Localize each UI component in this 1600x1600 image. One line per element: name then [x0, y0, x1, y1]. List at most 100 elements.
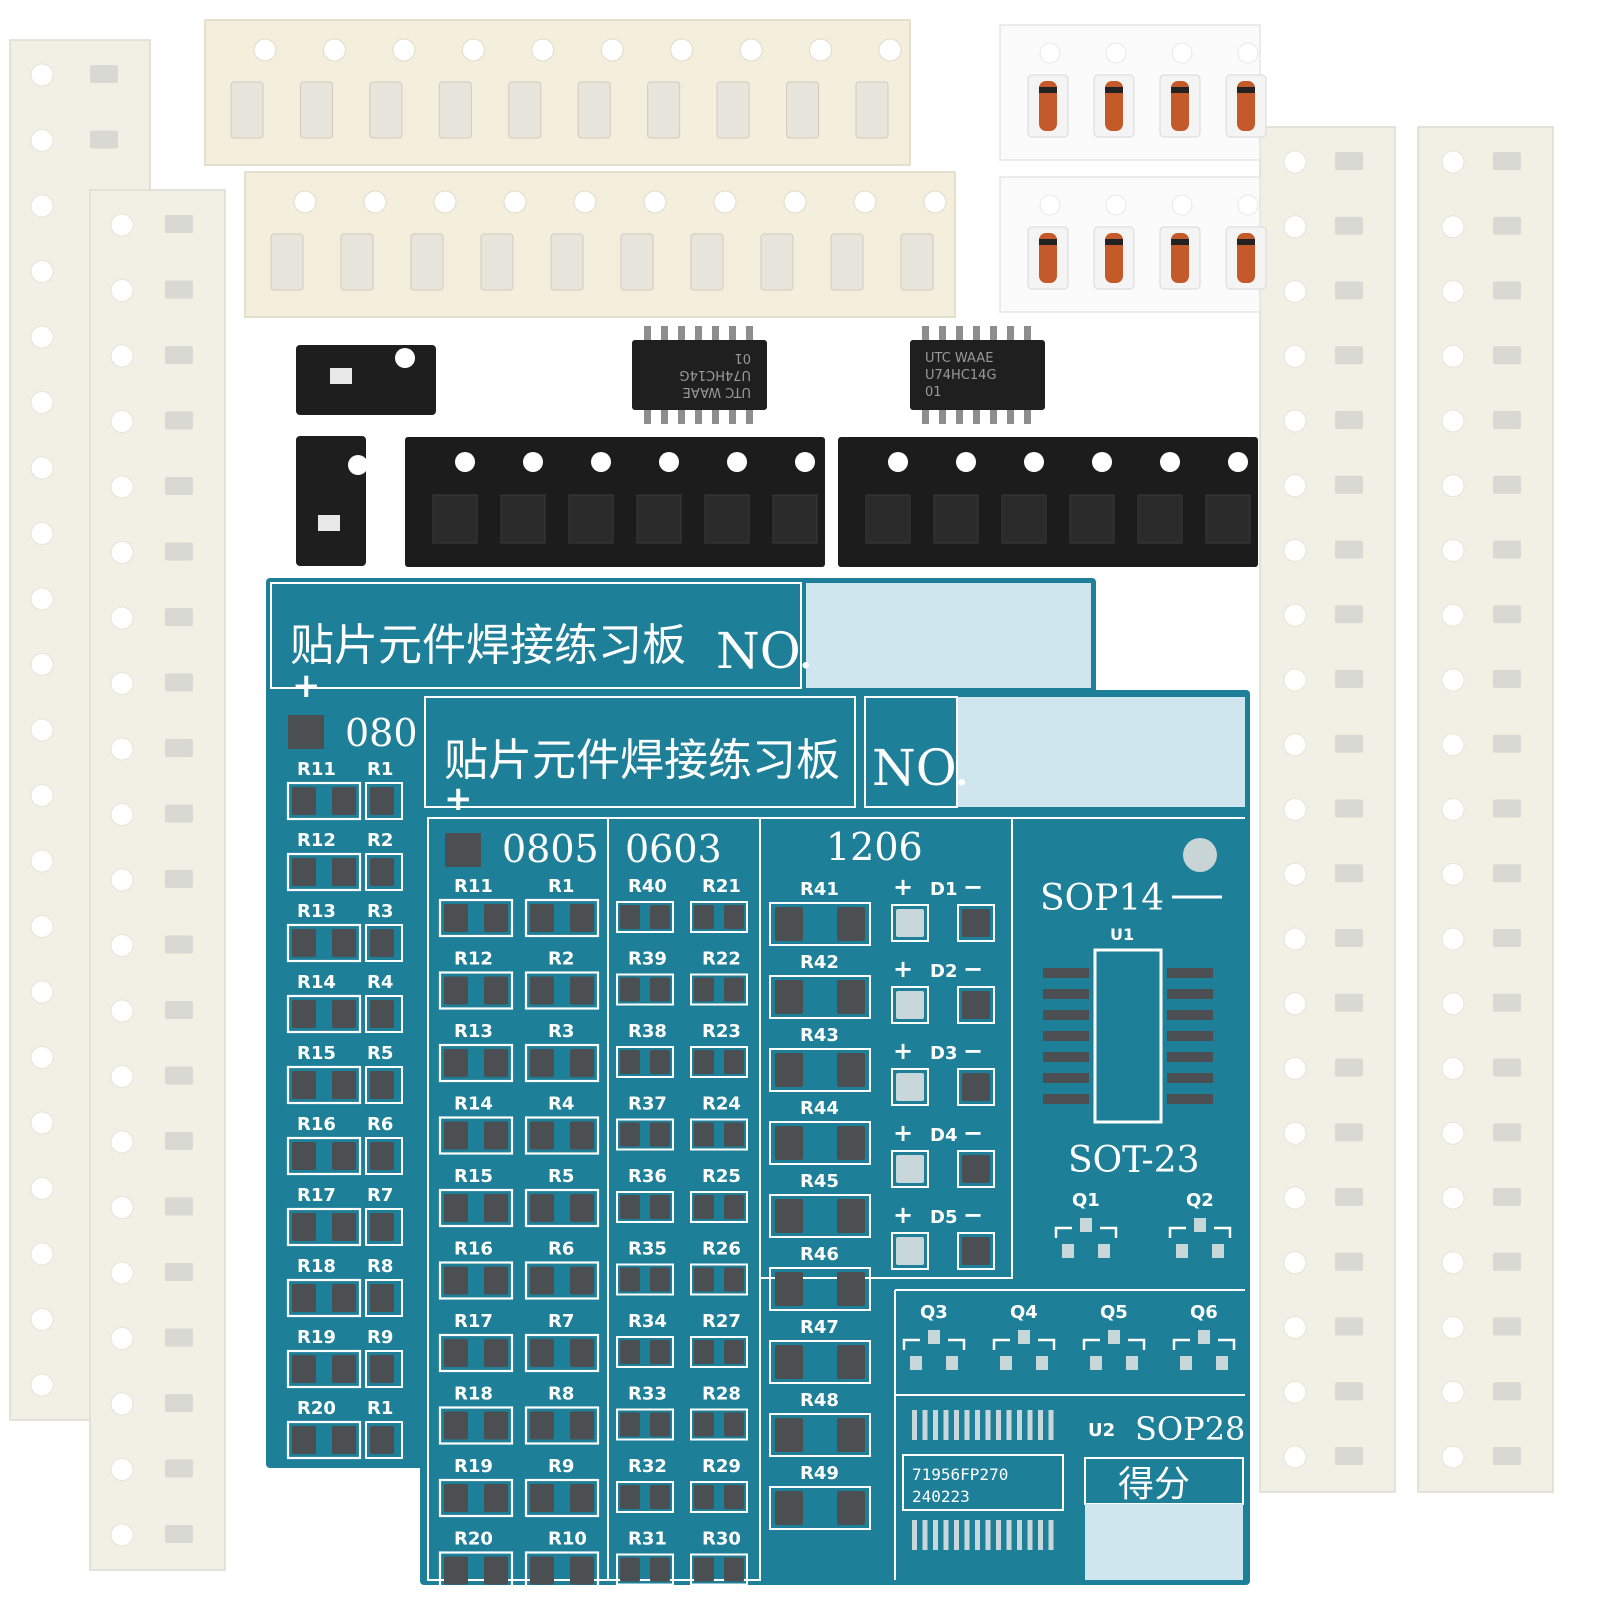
sprocket-hole — [455, 452, 475, 472]
sot23-footprint: Q5 — [1082, 1302, 1146, 1370]
solder-pad — [962, 1073, 990, 1101]
resistor-chip — [1335, 1123, 1363, 1142]
resistor-chip — [1335, 993, 1363, 1012]
solder-pad — [962, 909, 990, 937]
pad-outline — [438, 898, 514, 938]
solder-pad — [896, 1155, 924, 1183]
solder-pad — [530, 1194, 554, 1222]
pad-outline — [616, 1046, 674, 1078]
solder-pad — [570, 976, 594, 1005]
ref-label: R31 — [628, 1529, 667, 1550]
resistor-chip — [165, 1459, 193, 1478]
resistor-chip — [165, 280, 193, 299]
no-frame — [864, 696, 958, 808]
pad-outline — [365, 1350, 403, 1388]
led-tape-piece — [296, 436, 366, 566]
pad-outline — [616, 1263, 674, 1296]
solder-pad — [484, 1194, 508, 1222]
resistor-chip — [165, 1263, 193, 1281]
diode-plus: + — [893, 1037, 913, 1065]
pad-outline — [438, 1116, 514, 1155]
solder-pad — [570, 1266, 594, 1295]
ref-label: R19 — [454, 1456, 493, 1477]
solder-pad — [484, 1556, 508, 1585]
sprocket-hole — [30, 194, 54, 218]
soic-pad — [1027, 1520, 1033, 1550]
ic-marking-text: 01 — [734, 350, 751, 365]
ic-pin — [695, 408, 702, 424]
sprocket-hole — [1283, 150, 1307, 174]
sprocket-hole — [1283, 1251, 1307, 1275]
capacitor-chip — [438, 81, 472, 139]
sprocket-hole — [659, 452, 679, 472]
soic-pad — [1048, 1520, 1054, 1550]
solder-pad — [332, 1000, 356, 1028]
board-title: 贴片元件焊接练习板 — [290, 620, 686, 671]
pad-outline — [286, 1136, 362, 1176]
ic-pin — [939, 326, 946, 342]
ref-label: R21 — [702, 876, 741, 897]
pad-outline — [286, 1349, 362, 1389]
resistor-chip — [1493, 411, 1521, 429]
ic-marking-text: 01 — [925, 385, 942, 400]
solder-pad — [570, 1121, 594, 1150]
sprocket-hole — [1283, 280, 1307, 303]
sprocket-hole — [1283, 539, 1307, 562]
solder-pad — [724, 1122, 744, 1147]
soic-pad — [975, 1520, 980, 1550]
ref-label: R5 — [367, 1043, 393, 1064]
solder-pad — [444, 1411, 468, 1440]
pad-outline — [286, 923, 362, 963]
sprocket-hole — [363, 190, 387, 214]
capacitor-chip — [620, 233, 654, 291]
sprocket-hole — [30, 653, 54, 676]
diode-plus: + — [893, 1119, 913, 1147]
ic-pin — [990, 326, 997, 342]
solder-pad — [650, 1050, 670, 1074]
resistor-chip — [1493, 1188, 1521, 1206]
ref-label: R14 — [454, 1094, 493, 1115]
u2-label: U2 — [1088, 1420, 1115, 1441]
soic-pad — [1167, 1031, 1213, 1041]
sprocket-hole — [1283, 474, 1307, 498]
sprocket-hole — [1441, 150, 1465, 174]
sprocket-hole — [110, 1458, 134, 1481]
sprocket-hole — [809, 38, 833, 62]
sprocket-hole — [1024, 452, 1044, 472]
no-label: NO. — [872, 739, 970, 797]
pad-pair-1206 — [769, 1340, 871, 1384]
sot23-part — [1205, 494, 1251, 544]
resistor-chip — [165, 346, 193, 364]
pad-outline — [690, 1118, 748, 1151]
solder-pad — [530, 1484, 554, 1512]
resistor-chip — [1335, 864, 1363, 883]
ref-label: R4 — [548, 1094, 574, 1115]
solder-pad — [530, 1121, 554, 1150]
sprocket-hole — [110, 868, 134, 892]
solder-pad — [444, 1266, 468, 1295]
sprocket-hole — [1441, 1316, 1465, 1339]
sprocket-hole — [1441, 603, 1465, 627]
sprocket-hole — [1441, 539, 1465, 562]
ref-label: R3 — [548, 1021, 574, 1042]
soic-pad — [996, 1520, 1001, 1550]
sprocket-hole — [1105, 194, 1127, 216]
sprocket-hole — [110, 1327, 134, 1350]
ic-pin — [956, 408, 963, 424]
pad-outline — [438, 1406, 514, 1445]
ref-label: R23 — [702, 1021, 741, 1042]
capacitor-chip — [855, 81, 889, 139]
sprocket-hole — [30, 1308, 54, 1331]
pcb-code-2: 240223 — [912, 1487, 970, 1506]
pad-outline — [690, 1263, 748, 1296]
solder-pad — [370, 1284, 394, 1312]
transistor-label: Q3 — [920, 1302, 948, 1323]
ref-label: R5 — [548, 1166, 574, 1187]
melf-diode — [1105, 233, 1123, 283]
capacitor-chip — [830, 233, 864, 291]
capacitor-chip — [299, 81, 333, 139]
soic-pad — [1038, 1410, 1043, 1440]
solder-pad — [724, 977, 744, 1002]
ref-label: R25 — [702, 1166, 741, 1187]
solder-pad — [332, 1213, 356, 1241]
